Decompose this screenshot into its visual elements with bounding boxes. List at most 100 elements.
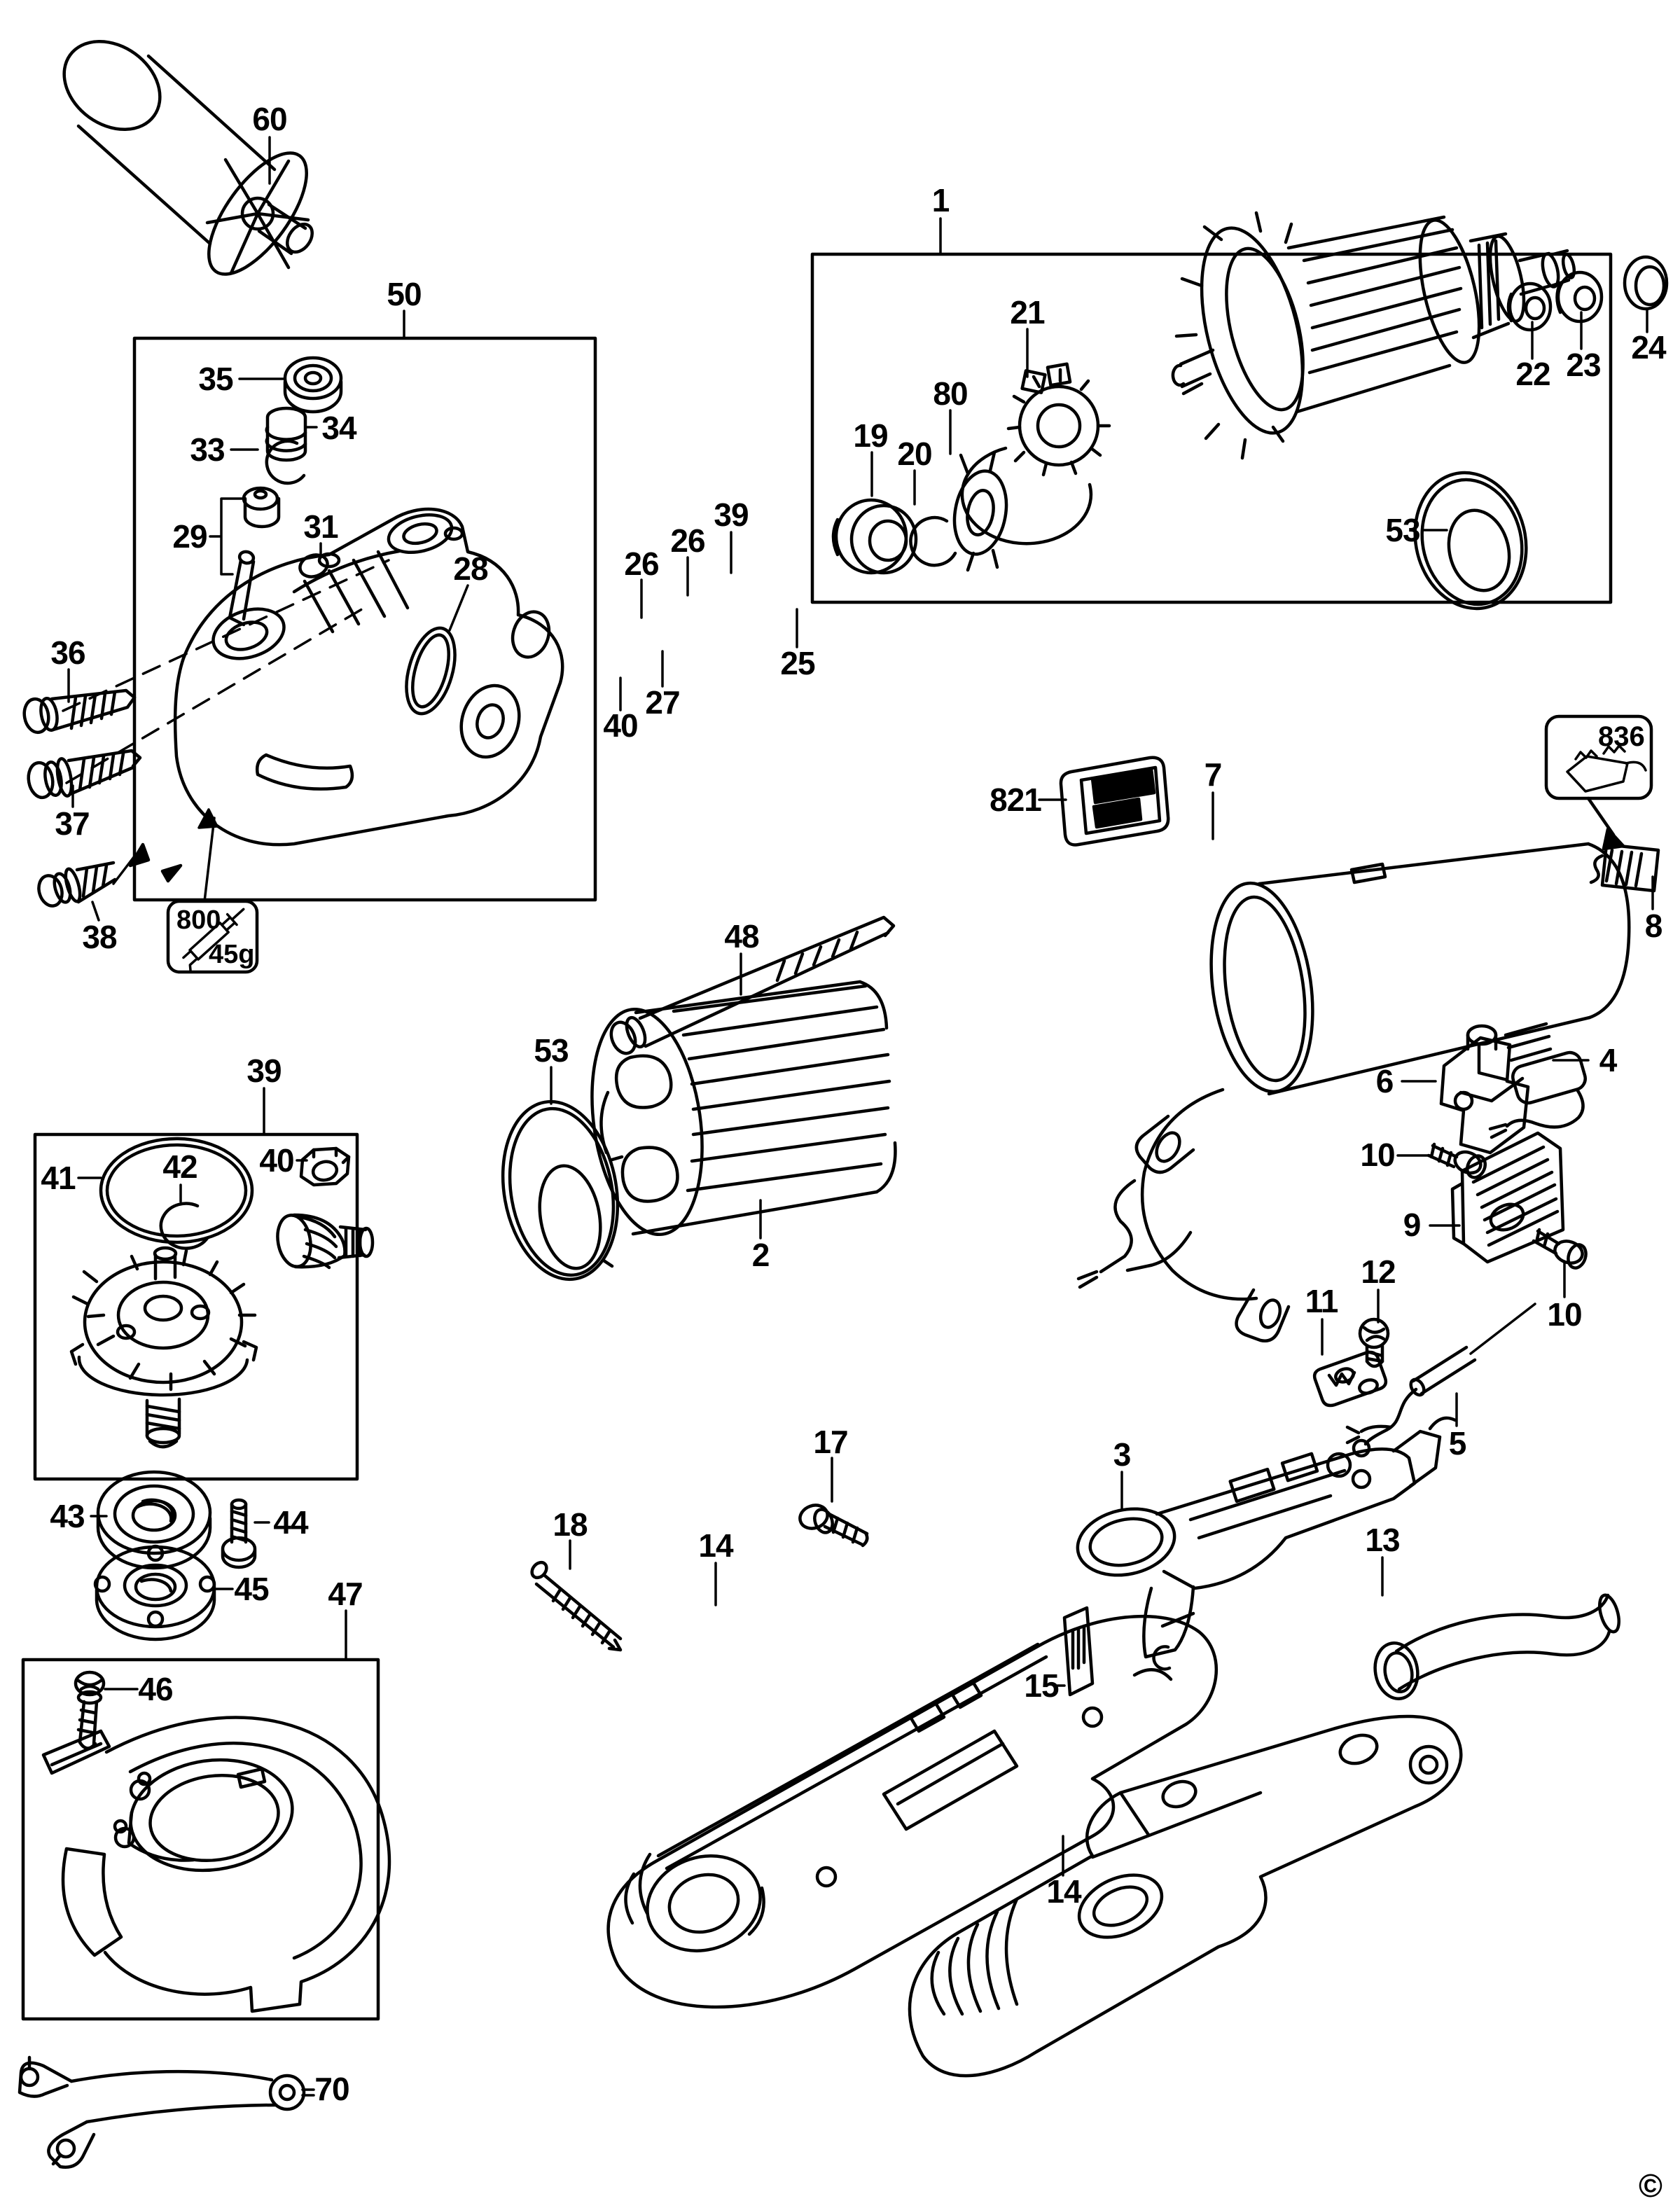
brush-kit-icon — [1566, 744, 1647, 793]
part-callout-11: 11 — [1305, 1283, 1339, 1319]
grease-plug-29-drawing — [228, 486, 281, 627]
group-box-47 — [21, 1658, 380, 2021]
part-callout-45: 45 — [234, 1571, 269, 1607]
screw-48-drawing — [609, 915, 896, 1055]
screw-37-drawing — [27, 749, 142, 800]
washer-22-drawing — [1506, 282, 1553, 332]
part-callout-2: 2 — [751, 1237, 770, 1273]
part-callout-17: 17 — [813, 1424, 848, 1460]
part-callout-39b: 39 — [247, 1053, 282, 1089]
flange-nut-45-drawing — [93, 1544, 216, 1641]
baffle-ring-53-right-drawing — [1413, 471, 1528, 611]
copyright-mark: © — [1639, 2167, 1662, 2204]
snap-ring-33-drawing — [265, 439, 306, 485]
pin-wrench-70-drawing — [18, 2055, 306, 2169]
part-callout-18: 18 — [553, 1506, 588, 1543]
part-callout-20: 20 — [897, 436, 932, 472]
part-callout-12: 12 — [1361, 1254, 1396, 1290]
part-callout-25: 25 — [780, 645, 815, 681]
part-callout-10b: 10 — [1547, 1296, 1582, 1333]
part-callout-3: 3 — [1113, 1436, 1132, 1473]
o-ring-41-drawing — [99, 1137, 254, 1244]
part-callout-5: 5 — [1448, 1425, 1467, 1461]
part-callout-60: 60 — [252, 101, 287, 137]
group-box-50 — [132, 336, 597, 902]
part-callout-4: 4 — [1599, 1042, 1618, 1078]
screw-44-drawing — [221, 1498, 257, 1569]
label-15-drawing — [1062, 1606, 1095, 1697]
motor-housing-drawing — [1076, 842, 1631, 1342]
carbon-brush-8-drawing — [1589, 842, 1660, 893]
bearing-23-drawing — [1555, 270, 1604, 324]
part-callout-53b: 53 — [534, 1032, 569, 1069]
part-callout-50: 50 — [387, 276, 422, 312]
screw-38-drawing — [37, 861, 117, 908]
part-callout-70: 70 — [314, 2071, 349, 2107]
part-callout-10a: 10 — [1360, 1137, 1395, 1173]
part-callout-6: 6 — [1375, 1063, 1394, 1099]
brush-kit-code-label: 836 — [1598, 721, 1645, 752]
screw-10a-drawing — [1426, 1142, 1487, 1179]
fan-baffle-80-drawing — [952, 450, 1008, 572]
part-callout-21: 21 — [1010, 294, 1045, 331]
spindle-assembly-drawing — [69, 1246, 258, 1449]
part-callout-38: 38 — [82, 919, 117, 955]
part-callout-1: 1 — [931, 182, 950, 218]
switch-assembly-3-drawing — [1076, 1416, 1457, 1659]
grease-amount-label: 45g — [209, 940, 255, 969]
part-callout-41: 41 — [41, 1160, 76, 1196]
part-callout-29: 29 — [172, 518, 207, 555]
brush-holder-6-drawing — [1439, 1024, 1530, 1155]
part-callout-28: 28 — [453, 550, 488, 587]
snap-ring-20-drawing — [909, 515, 957, 567]
part-callout-80: 80 — [933, 375, 968, 412]
part-callout-26b: 26 — [624, 546, 659, 582]
capacitor-4-drawing — [1488, 1050, 1587, 1139]
part-callout-14b: 14 — [1046, 1873, 1081, 1910]
screw-10b-drawing — [1532, 1228, 1588, 1270]
lead-wire-5-drawing — [1345, 1303, 1536, 1458]
part-callout-24: 24 — [1631, 329, 1666, 366]
part-callout-42: 42 — [162, 1148, 197, 1185]
grease-syringe-icon — [182, 808, 245, 973]
part-callout-8: 8 — [1644, 908, 1663, 944]
bearing-19-drawing — [831, 498, 918, 575]
part-callout-9: 9 — [1403, 1207, 1422, 1243]
baffle-ring-53-left-drawing — [501, 1099, 624, 1282]
part-callout-46: 46 — [138, 1671, 173, 1707]
handle-housing-upper-drawing — [606, 1614, 1219, 2009]
spindle-nut-40-drawing — [299, 1146, 351, 1187]
part-callout-53a: 53 — [1385, 512, 1420, 548]
part-callout-23: 23 — [1566, 347, 1601, 383]
part-callout-27: 27 — [645, 684, 680, 721]
wheel-guard-drawing — [41, 1716, 391, 2013]
part-callout-44: 44 — [273, 1504, 308, 1541]
field-coil-2-drawing — [590, 980, 897, 1237]
screw-17-drawing — [798, 1504, 869, 1548]
part-callout-13: 13 — [1365, 1522, 1400, 1558]
part-callout-36: 36 — [50, 634, 85, 671]
seal-24-drawing — [1623, 255, 1669, 311]
handle-housing-lower-drawing — [908, 1714, 1463, 2078]
armature-drawing — [1171, 211, 1576, 460]
screw-18-drawing — [530, 1560, 623, 1652]
snap-ring-42-drawing — [159, 1202, 209, 1250]
part-callout-31: 31 — [303, 508, 338, 545]
cord-protector-13-drawing — [1373, 1593, 1620, 1700]
spring-34-drawing — [265, 406, 307, 462]
part-callout-14a: 14 — [698, 1527, 733, 1564]
brush-note-box — [1544, 714, 1653, 800]
rating-plate-821-drawing — [1059, 756, 1170, 847]
part-callout-43: 43 — [50, 1498, 85, 1534]
group-box-1 — [810, 252, 1613, 604]
part-callout-26a: 26 — [670, 522, 705, 559]
screw-12-drawing — [1358, 1317, 1390, 1368]
part-callout-19: 19 — [853, 417, 888, 454]
part-callout-40b: 40 — [259, 1142, 294, 1179]
group-box-39 — [33, 1132, 359, 1481]
grease-note-box — [166, 899, 259, 974]
air-deflector-9-drawing — [1450, 1131, 1565, 1264]
part-callout-35: 35 — [198, 361, 233, 397]
